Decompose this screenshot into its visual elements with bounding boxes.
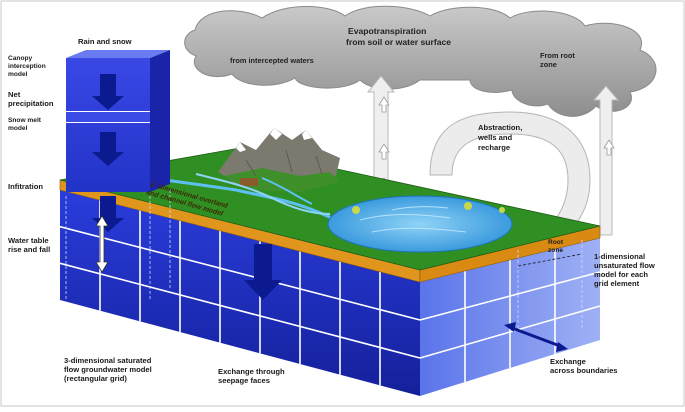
svg-text:3-dimensional saturated: 3-dimensional saturated — [64, 356, 152, 365]
label-abstraction: Abstraction, wells and recharge — [477, 123, 522, 152]
svg-text:(rectangular grid): (rectangular grid) — [64, 374, 127, 383]
lake — [327, 195, 513, 253]
svg-text:Water table: Water table — [8, 236, 49, 245]
svg-text:Rain and snow: Rain and snow — [78, 37, 132, 46]
grid-line — [59, 262, 421, 359]
label-snow-melt: Snow melt model — [8, 117, 42, 132]
svg-text:model: model — [8, 71, 28, 78]
svg-text:model for each: model for each — [594, 270, 648, 279]
svg-text:interception: interception — [8, 63, 46, 70]
svg-text:wells and: wells and — [477, 133, 513, 142]
grid-line — [419, 305, 601, 359]
svg-text:flow groundwater model: flow groundwater model — [64, 365, 152, 374]
cloud — [184, 5, 657, 117]
label-intercepted: from intercepted waters — [230, 56, 314, 65]
label-root-zone: Root zone — [548, 239, 564, 254]
label-boundaries: Exchange across boundaries — [550, 357, 618, 375]
svg-text:Evapotranspiration: Evapotranspiration — [348, 26, 426, 36]
label-water-table: Water table rise and fall — [8, 236, 50, 254]
label-canopy: Canopy interception model — [8, 55, 46, 78]
svg-text:Abstraction,: Abstraction, — [478, 123, 522, 132]
root-zone-column — [517, 240, 583, 330]
svg-text:from intercepted waters: from intercepted waters — [230, 56, 314, 65]
evaporation-arrows — [366, 75, 620, 236]
label-seepage: Exchange through seepage faces — [218, 367, 285, 385]
label-evapotranspiration: Evapotranspiration from soil or water su… — [346, 26, 451, 47]
svg-text:zone: zone — [540, 60, 557, 69]
svg-text:rise and fall: rise and fall — [8, 245, 50, 254]
svg-text:across boundaries: across boundaries — [550, 366, 618, 375]
svg-text:Canopy: Canopy — [8, 55, 33, 62]
svg-text:from soil or water surface: from soil or water surface — [346, 37, 451, 47]
mountain — [218, 128, 340, 192]
label-from-root-zone: From root zone — [540, 51, 575, 69]
svg-text:Exchange: Exchange — [550, 357, 586, 366]
svg-text:From root: From root — [540, 51, 575, 60]
label-net-precipitation: Net precipitation — [8, 90, 54, 108]
svg-text:Snow melt: Snow melt — [8, 117, 42, 124]
seepage-arrow — [244, 244, 282, 300]
svg-text:Net: Net — [8, 90, 21, 99]
svg-text:precipitation: precipitation — [8, 99, 54, 108]
label-infiltration: Infitration — [8, 182, 43, 191]
svg-text:recharge: recharge — [478, 143, 510, 152]
grid-line — [419, 271, 601, 321]
svg-text:model: model — [8, 125, 28, 132]
svg-text:Exchange through: Exchange through — [218, 367, 285, 376]
label-saturated-model: 3-dimensional saturated flow groundwater… — [64, 356, 152, 383]
label-unsaturated: 1-dimensional unsaturated flow model for… — [594, 252, 655, 288]
boundary-exchange-arrow — [504, 322, 568, 352]
svg-text:zone: zone — [548, 247, 563, 254]
grid-line — [59, 225, 421, 321]
svg-text:1-dimensional: 1-dimensional — [594, 252, 645, 261]
label-rain-snow: Rain and snow — [78, 37, 132, 46]
svg-text:grid element: grid element — [594, 279, 640, 288]
svg-text:seepage faces: seepage faces — [218, 376, 270, 385]
svg-text:Root: Root — [548, 239, 564, 246]
svg-text:Infitration: Infitration — [8, 182, 43, 191]
water-table-arrow — [95, 215, 109, 273]
svg-text:unsaturated flow: unsaturated flow — [594, 261, 655, 270]
precipitation-column — [66, 50, 170, 192]
